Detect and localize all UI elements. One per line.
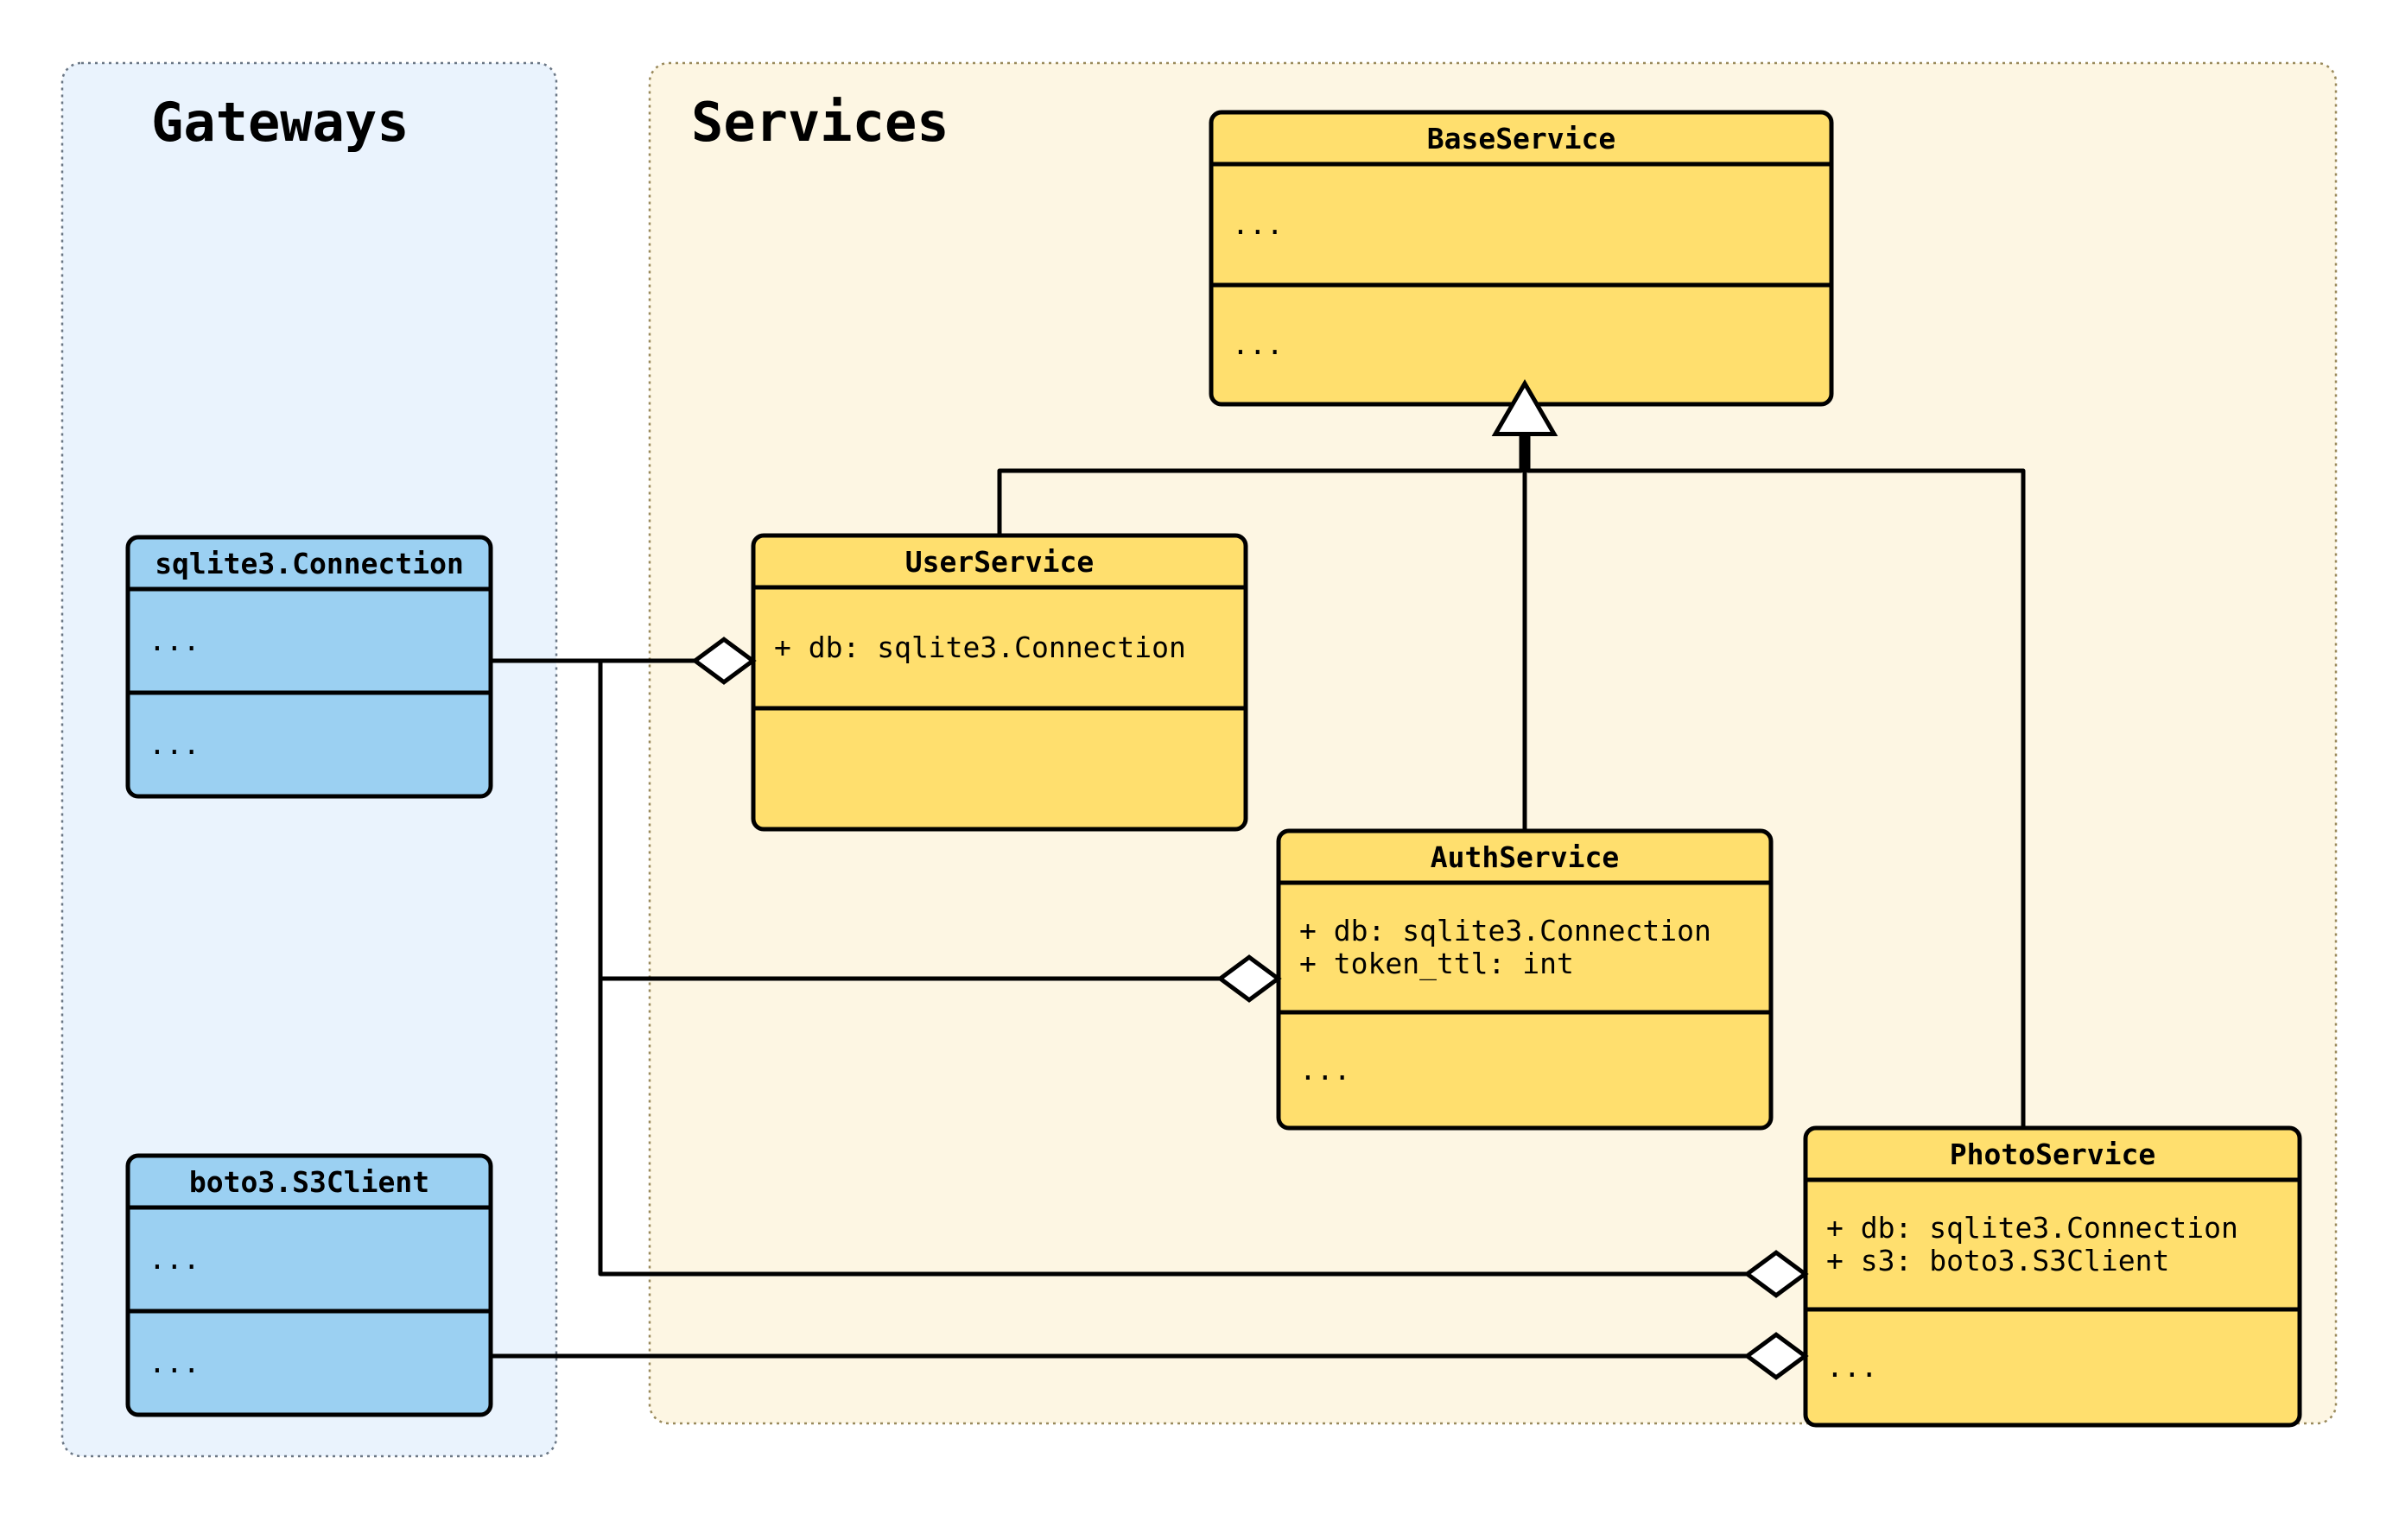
class-methods-authservice-0: ... (1299, 1053, 1351, 1087)
marker-tri-baseservice (1491, 379, 1558, 436)
class-box-baseservice[interactable] (1209, 110, 1834, 407)
class-attributes-photoservice-1: + s3: boto3.S3Client (1826, 1244, 2169, 1277)
edge-userservice-inherits-baseservice[interactable] (997, 432, 1524, 536)
class-name-photoservice: PhotoService (1950, 1138, 2155, 1171)
edge-photoservice-aggregates-sqlite3connection[interactable] (598, 661, 1776, 1277)
class-name-boto3s3client: boto3.S3Client (189, 1165, 429, 1199)
marker-dia-authservice (1216, 954, 1282, 1003)
package-services: Services (648, 61, 2338, 1425)
class-name-userservice: UserService (905, 545, 1095, 579)
class-box-boto3s3client[interactable] (125, 1153, 493, 1417)
class-boto3s3client[interactable]: boto3.S3Client...... (125, 1153, 493, 1417)
class-attributes-authservice-0: + db: sqlite3.Connection (1299, 914, 1711, 947)
class-box-photoservice[interactable] (1803, 1125, 2302, 1428)
class-name-sqlite3connection: sqlite3.Connection (155, 547, 464, 580)
class-name-authservice: AuthService (1431, 840, 1620, 874)
package-title-gateways: Gateways (151, 91, 409, 154)
class-photoservice[interactable]: PhotoService + db: sqlite3.Connection+ s3… (1803, 1125, 2302, 1428)
edge-photoservice-inherits-baseservice[interactable] (1526, 432, 2026, 1128)
class-methods-photoservice-0: ... (1826, 1350, 1878, 1384)
class-box-sqlite3connection[interactable] (125, 535, 493, 799)
package-title-services: Services (691, 91, 949, 154)
package-boundary-services (648, 61, 2338, 1425)
marker-dia-userservice (691, 637, 757, 685)
marker-dia-photoservice-s3 (1743, 1332, 1809, 1380)
class-attributes-boto3s3client-0: ... (149, 1242, 200, 1276)
marker-layer (691, 379, 1809, 1380)
class-methods-boto3s3client-0: ... (149, 1346, 200, 1379)
class-baseservice[interactable]: BaseService...... (1209, 110, 1834, 407)
class-layer: BaseService...... UserService + db: sqlite… (125, 110, 2302, 1428)
class-authservice[interactable]: AuthService + db: sqlite3.Connection+ tok… (1276, 828, 1774, 1131)
class-attributes-userservice-0: + db: sqlite3.Connection (774, 631, 1186, 664)
class-methods-sqlite3connection-0: ... (149, 727, 200, 761)
class-box-userservice[interactable] (751, 533, 1248, 832)
class-methods-baseservice-0: ... (1232, 327, 1284, 361)
class-userservice[interactable]: UserService + db: sqlite3.Connection (751, 533, 1248, 832)
class-attributes-photoservice-0: + db: sqlite3.Connection (1826, 1211, 2238, 1245)
class-sqlite3connection[interactable]: sqlite3.Connection...... (125, 535, 493, 799)
class-attributes-sqlite3connection-0: ... (149, 624, 200, 657)
relationship-layer (491, 432, 2026, 1359)
class-attributes-baseservice-0: ... (1232, 207, 1284, 241)
marker-dia-photoservice-db (1743, 1250, 1809, 1298)
class-attributes-authservice-1: + token_ttl: int (1299, 947, 1574, 981)
class-name-baseservice: BaseService (1427, 122, 1616, 155)
